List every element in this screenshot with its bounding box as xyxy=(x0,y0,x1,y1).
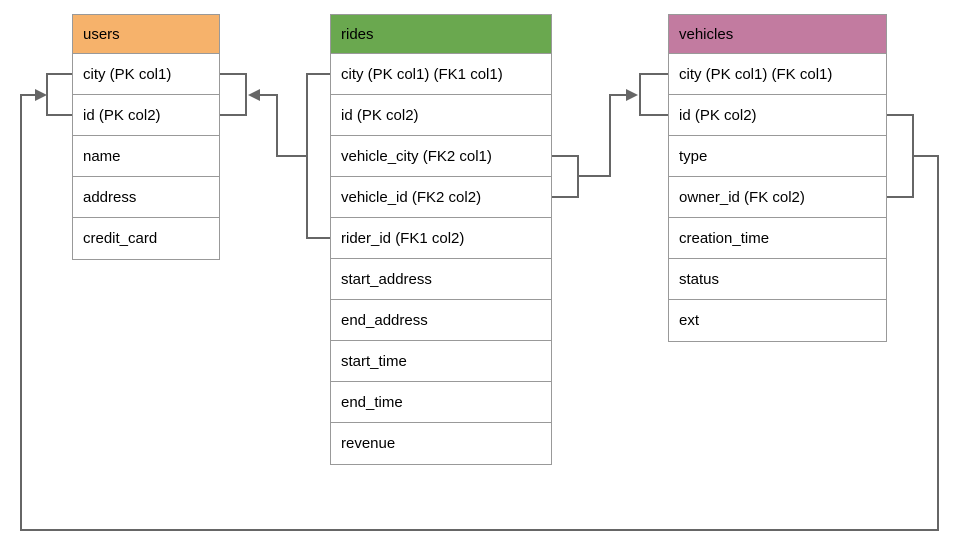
table-users-row-credit-card: credit_card xyxy=(73,218,219,259)
table-users-row-id: id (PK col2) xyxy=(73,95,219,136)
table-rides: rides city (PK col1) (FK1 col1) id (PK c… xyxy=(330,14,552,465)
rides-to-users-connector xyxy=(259,94,307,157)
table-users-row-name: name xyxy=(73,136,219,177)
table-vehicles-row-status: status xyxy=(669,259,886,300)
rides-to-vehicles-arrowhead xyxy=(626,89,638,101)
table-users-row-city: city (PK col1) xyxy=(73,54,219,95)
table-rides-row-end-address: end_address xyxy=(331,300,551,341)
rides-to-vehicles-connector xyxy=(578,94,627,177)
table-vehicles-row-city: city (PK col1) (FK col1) xyxy=(669,54,886,95)
vehicles-to-users-arrowhead xyxy=(35,89,47,101)
table-vehicles-row-id: id (PK col2) xyxy=(669,95,886,136)
table-rides-header: rides xyxy=(331,15,551,54)
table-rides-row-city: city (PK col1) (FK1 col1) xyxy=(331,54,551,95)
vehicles-left-pk-bracket xyxy=(639,73,668,116)
table-vehicles-header: vehicles xyxy=(669,15,886,54)
users-left-key-bracket xyxy=(46,73,72,116)
table-rides-row-rider-id: rider_id (FK1 col2) xyxy=(331,218,551,259)
table-rides-row-revenue: revenue xyxy=(331,423,551,464)
table-rides-row-end-time: end_time xyxy=(331,382,551,423)
table-users: users city (PK col1) id (PK col2) name a… xyxy=(72,14,220,260)
vehicles-to-users-connector xyxy=(20,94,939,531)
table-rides-row-vehicle-city: vehicle_city (FK2 col1) xyxy=(331,136,551,177)
table-rides-row-start-time: start_time xyxy=(331,341,551,382)
table-rides-row-vehicle-id: vehicle_id (FK2 col2) xyxy=(331,177,551,218)
vehicles-right-fk-bracket xyxy=(887,114,914,198)
rides-right-fk2-bracket xyxy=(552,155,579,198)
users-right-key-bracket xyxy=(220,73,247,116)
table-vehicles-row-type: type xyxy=(669,136,886,177)
table-vehicles-row-creation-time: creation_time xyxy=(669,218,886,259)
table-users-header: users xyxy=(73,15,219,54)
table-vehicles-row-ext: ext xyxy=(669,300,886,341)
rides-left-fk1-bracket xyxy=(306,73,330,239)
table-rides-row-start-address: start_address xyxy=(331,259,551,300)
table-users-row-address: address xyxy=(73,177,219,218)
table-vehicles: vehicles city (PK col1) (FK col1) id (PK… xyxy=(668,14,887,342)
rides-to-users-arrowhead xyxy=(248,89,260,101)
table-vehicles-row-owner-id: owner_id (FK col2) xyxy=(669,177,886,218)
table-rides-row-id: id (PK col2) xyxy=(331,95,551,136)
